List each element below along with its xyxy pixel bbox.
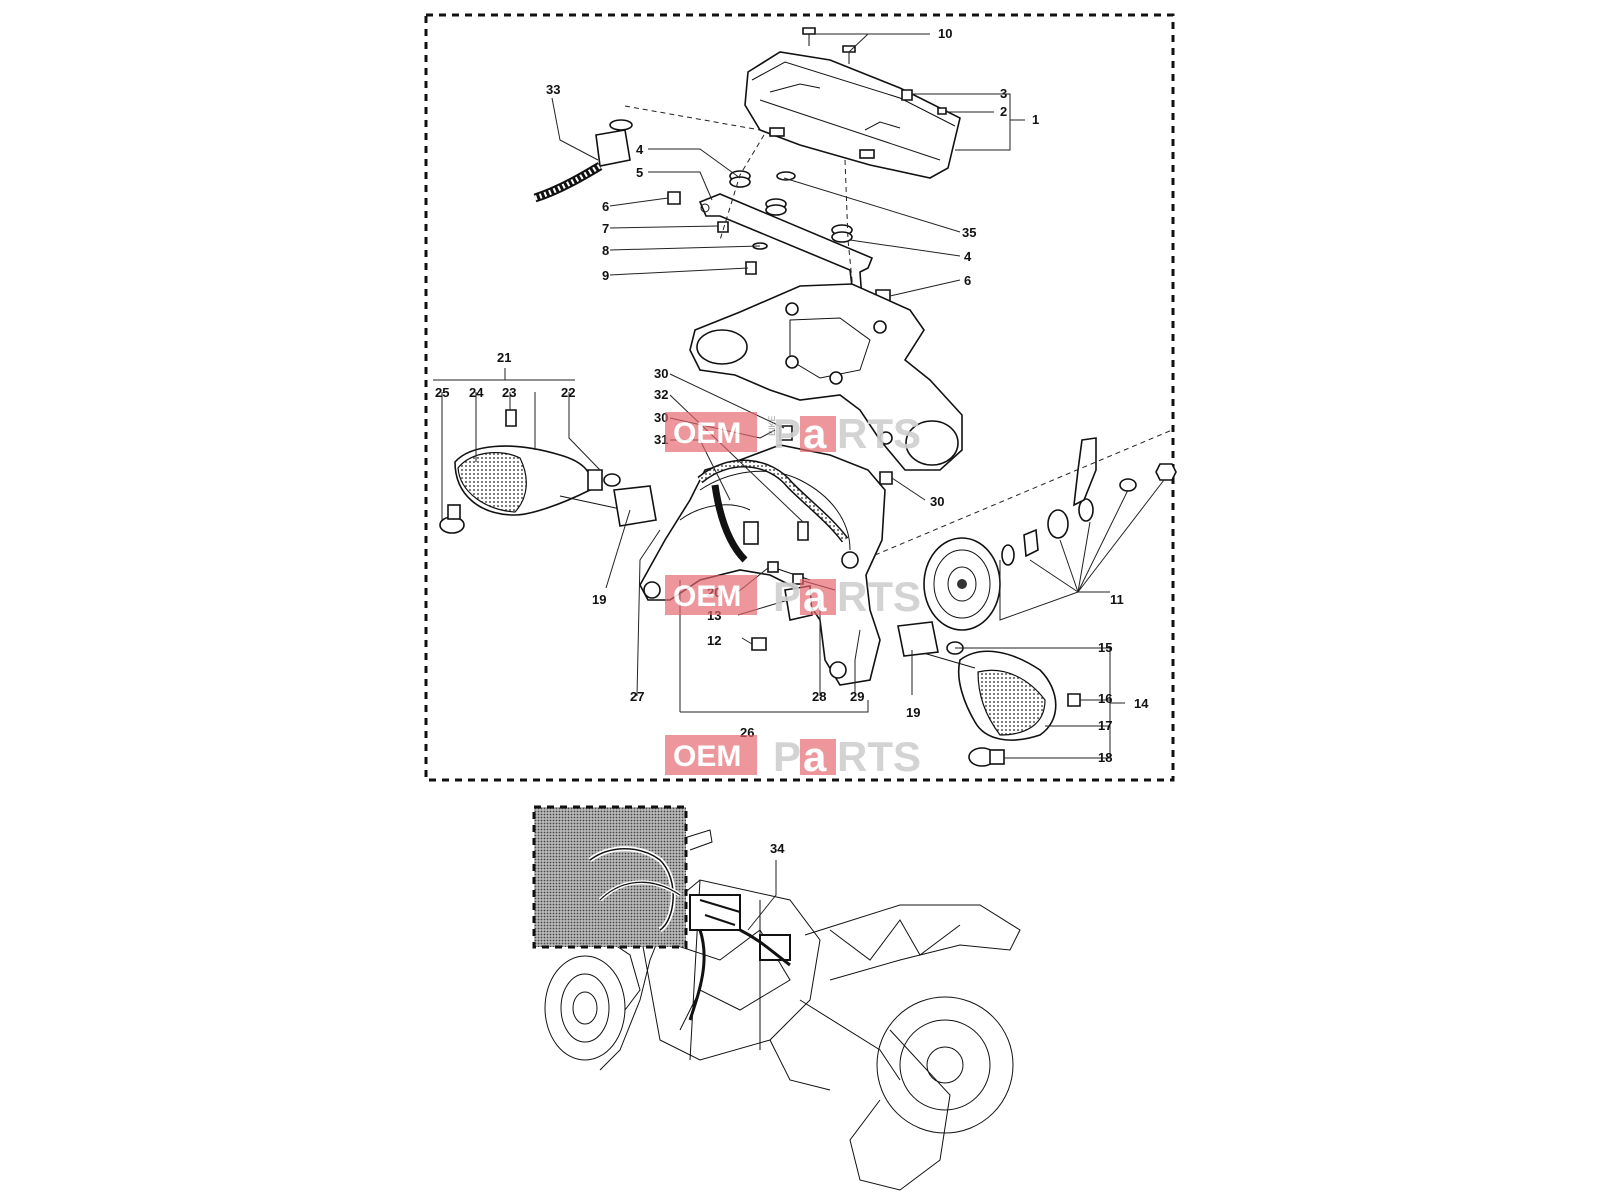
callout-21: 21 <box>497 350 511 365</box>
callout-12: 12 <box>707 633 721 648</box>
bulb-25 <box>439 504 465 534</box>
callout-4a: 4 <box>636 142 644 157</box>
callout-1: 1 <box>1032 112 1039 127</box>
callout-9: 9 <box>602 268 609 283</box>
callout-30b: 30 <box>654 410 668 425</box>
callout-34: 34 <box>770 841 785 856</box>
callout-35: 35 <box>962 225 976 240</box>
callout-33: 33 <box>546 82 560 97</box>
callout-19a: 19 <box>592 592 606 607</box>
screw-30 <box>779 425 793 441</box>
callout-6b: 6 <box>964 273 971 288</box>
svg-text:BIKE: BIKE <box>767 415 777 436</box>
guide-line <box>844 159 855 301</box>
callout-5: 5 <box>636 165 643 180</box>
svg-text:a: a <box>803 573 827 620</box>
callout-labels: 10 3 2 1 33 4 5 6 7 8 9 35 4 6 21 25 24 … <box>435 26 1149 856</box>
screw-23 <box>505 409 517 427</box>
svg-text:OEM: OEM <box>673 417 741 450</box>
leader-lines <box>433 33 1165 759</box>
bulb-18 <box>968 747 1005 767</box>
screw-6a <box>667 191 681 205</box>
motorcycle-overview <box>532 805 1021 1191</box>
callout-29: 29 <box>850 689 864 704</box>
callout-28: 28 <box>812 689 826 704</box>
callout-23: 23 <box>502 385 516 400</box>
callout-18: 18 <box>1098 750 1112 765</box>
grommets-4 <box>729 170 853 243</box>
svg-text:OEM: OEM <box>673 740 741 773</box>
callout-24: 24 <box>469 385 484 400</box>
screw-30b <box>879 471 893 485</box>
callout-16: 16 <box>1098 691 1112 706</box>
callout-15: 15 <box>1098 640 1112 655</box>
callout-6a: 6 <box>602 199 609 214</box>
callout-31: 31 <box>654 432 668 447</box>
wiring-harness-31 <box>697 459 849 563</box>
callout-27: 27 <box>630 689 644 704</box>
triple-clamp <box>689 283 963 471</box>
callout-11: 11 <box>1110 592 1124 607</box>
svg-text:OEM: OEM <box>673 580 741 613</box>
fairing-bracket <box>639 444 886 686</box>
callout-4b: 4 <box>964 249 972 264</box>
callout-30a: 30 <box>654 366 668 381</box>
rubber-mount-19-left <box>603 473 657 527</box>
callout-25: 25 <box>435 385 449 400</box>
screw-12 <box>751 637 767 651</box>
detail-frame <box>424 13 1175 782</box>
screw-7 <box>717 221 729 233</box>
instrument-cluster <box>744 51 961 179</box>
nut-2 <box>937 107 947 115</box>
screw-9 <box>745 261 757 275</box>
callout-7: 7 <box>602 221 609 236</box>
guide-line <box>719 134 765 241</box>
callout-10: 10 <box>938 26 952 41</box>
svg-text:P: P <box>773 410 801 457</box>
callout-32: 32 <box>654 387 668 402</box>
callout-2: 2 <box>1000 104 1007 119</box>
svg-text:P: P <box>773 733 801 780</box>
svg-text:P: P <box>773 573 801 620</box>
svg-text:a: a <box>803 733 827 780</box>
turn-signal-left <box>454 445 626 516</box>
svg-text:a: a <box>803 410 827 457</box>
screw-10 <box>802 27 856 64</box>
turn-signal-right <box>919 650 1057 741</box>
svg-text:RTS: RTS <box>837 573 921 620</box>
callout-17: 17 <box>1098 718 1112 733</box>
callout-30c: 30 <box>930 494 944 509</box>
callout-14: 14 <box>1134 696 1149 711</box>
screw-3 <box>901 89 913 101</box>
screw-32 <box>797 521 809 541</box>
connector-33 <box>533 119 633 203</box>
svg-text:RTS: RTS <box>837 733 921 780</box>
svg-text:RTS: RTS <box>837 410 921 457</box>
watermark: OEM BIKE P a RTS OEM P a RTS OEM P a RTS <box>665 410 921 780</box>
callout-22: 22 <box>561 385 575 400</box>
horn-11 <box>874 429 1177 631</box>
callout-3: 3 <box>1000 86 1007 101</box>
screw-16 <box>1067 693 1081 707</box>
callout-8: 8 <box>602 243 609 258</box>
guide-line <box>624 105 761 131</box>
callout-19b: 19 <box>906 705 920 720</box>
